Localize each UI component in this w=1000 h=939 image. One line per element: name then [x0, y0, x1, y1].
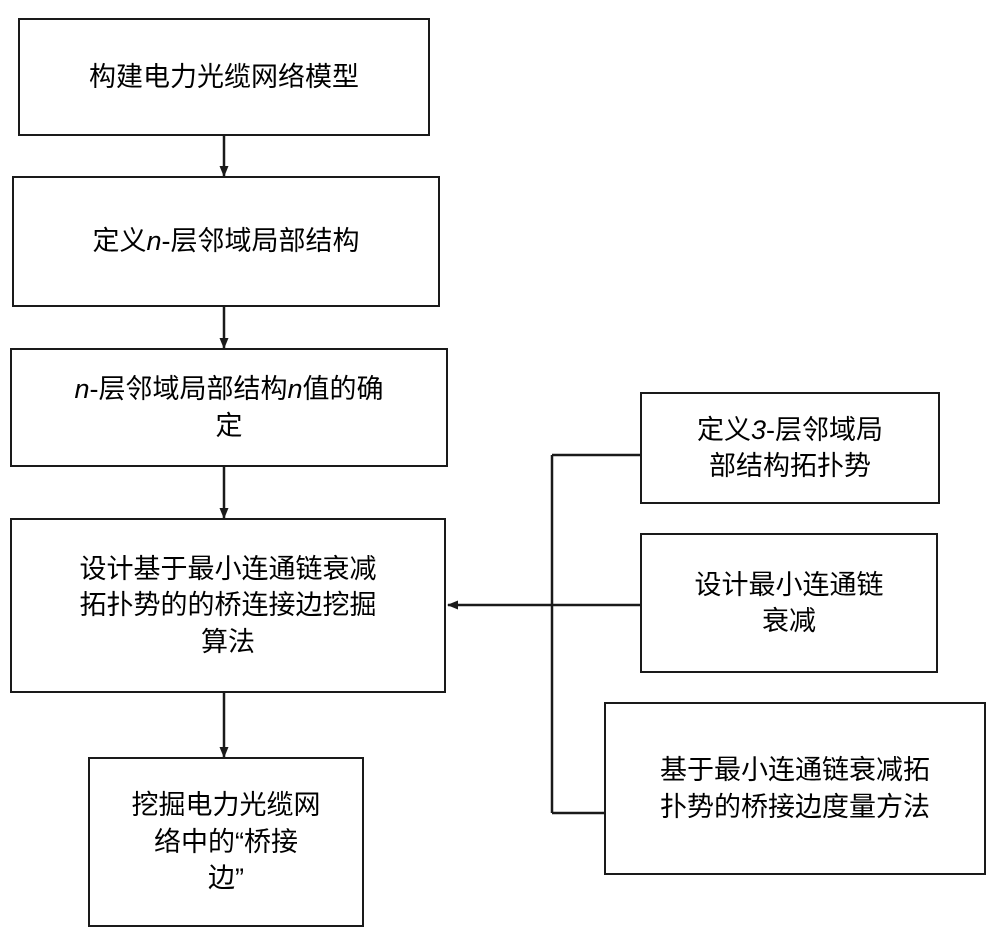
- node-label: 定义3-层邻域局部结构拓扑势: [696, 414, 884, 481]
- node-label: 挖掘电力光缆网络中的“桥接边”: [131, 790, 321, 894]
- node-label: n-层邻域局部结构n值的确定: [74, 374, 384, 441]
- node-label: 定义n-层邻域局部结构: [92, 226, 360, 257]
- node-design-bridge-edge-algorithm: 设计基于最小连通链衰减拓扑势的的桥连接边挖掘算法: [10, 518, 446, 693]
- node-mine-bridge-edges: 挖掘电力光缆网络中的“桥接边”: [88, 757, 364, 927]
- node-label: 基于最小连通链衰减拓扑势的桥接边度量方法: [660, 755, 930, 822]
- node-label: 设计基于最小连通链衰减拓扑势的的桥连接边挖掘算法: [79, 553, 377, 657]
- node-bridge-edge-measure-method: 基于最小连通链衰减拓扑势的桥接边度量方法: [604, 702, 986, 875]
- node-label: 构建电力光缆网络模型: [89, 61, 359, 92]
- node-design-min-connected-chain-attenuation: 设计最小连通链衰减: [640, 533, 938, 673]
- node-build-network-model: 构建电力光缆网络模型: [18, 18, 430, 136]
- node-define-3-layer-topology-potential: 定义3-层邻域局部结构拓扑势: [640, 392, 940, 504]
- node-define-n-layer-structure: 定义n-层邻域局部结构: [12, 176, 440, 307]
- node-determine-n-value: n-层邻域局部结构n值的确定: [10, 348, 448, 467]
- node-label: 设计最小连通链衰减: [694, 569, 884, 636]
